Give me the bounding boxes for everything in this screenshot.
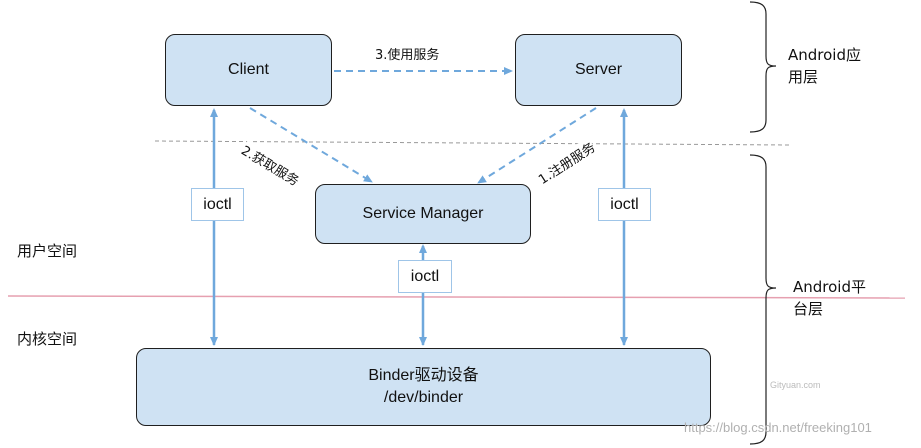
binder-driver-box: Binder驱动设备 /dev/binder [136,348,711,426]
layer-label-platform: Android平 台层 [793,276,866,320]
service-manager-label: Service Manager [362,205,484,222]
layer-label-app: Android应 用层 [788,44,861,88]
binder-label-line2: /dev/binder [383,389,464,406]
region-label-kernel-space: 内核空间 [17,330,78,348]
user-kernel-boundary [7,295,906,299]
client-label: Client [228,61,269,78]
server-box: Server [515,34,682,106]
layer-label-platform-line1: Android平 [793,278,866,296]
brace-app-layer [749,1,777,133]
app-platform-divider [154,140,791,146]
layer-label-platform-line2: 台层 [793,300,824,318]
region-label-user-space: 用户空间 [17,242,78,260]
ioctl-label-server: ioctl [598,188,651,221]
layer-label-app-line2: 用层 [788,68,819,86]
ioctl-label-client: ioctl [191,188,244,221]
service-manager-box: Service Manager [315,184,531,244]
watermark-blog: https://blog.csdn.net/freeking101 [684,420,872,435]
edge-label-use-service: 3.使用服务 [375,44,440,63]
ioctl-label-service-manager: ioctl [398,260,452,293]
server-label: Server [574,61,623,78]
layer-label-app-line1: Android应 [788,46,861,64]
watermark-site: Gityuan.com [770,380,821,390]
client-box: Client [165,34,332,106]
brace-platform-layer [749,154,777,445]
binder-label-line1: Binder驱动设备 [368,367,479,384]
